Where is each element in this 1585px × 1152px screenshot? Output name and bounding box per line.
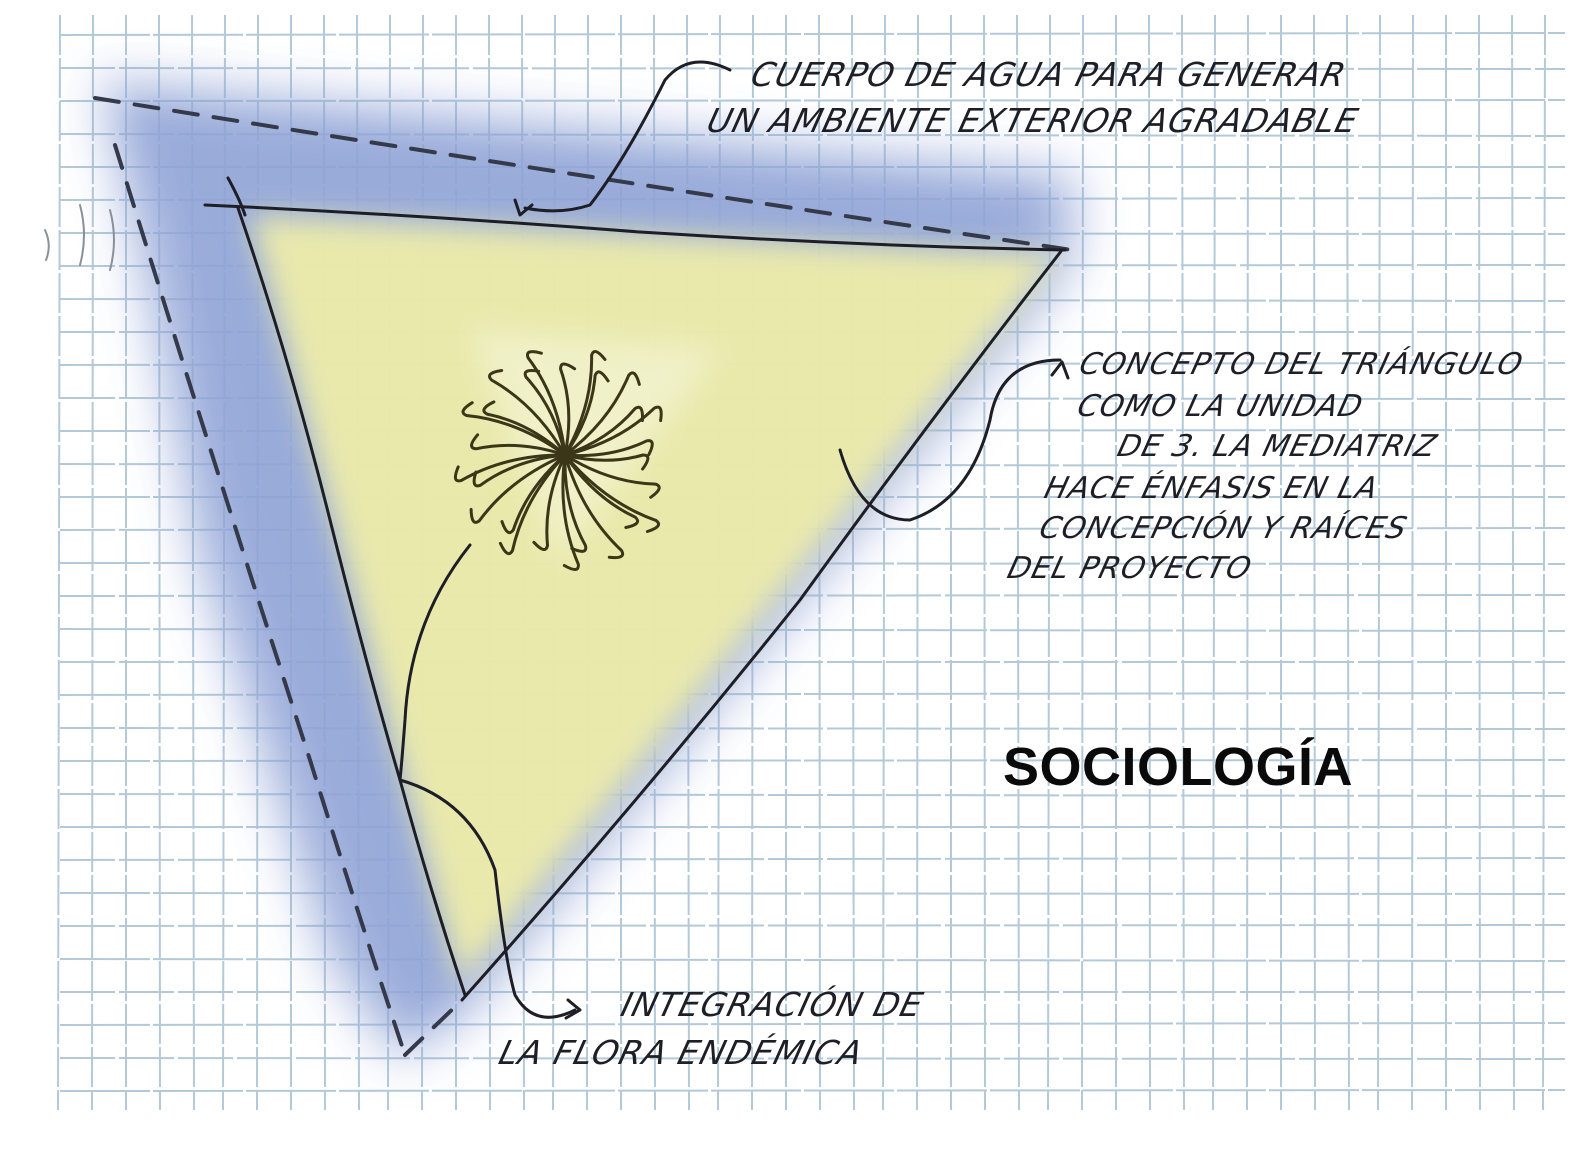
- grid-line-vertical: [1411, 14, 1414, 1111]
- tree-branch: [526, 350, 567, 457]
- concept-annotation-line1: CONCEPTO DEL TRIÁNGULO: [1075, 347, 1527, 382]
- grid-line-horizontal: [59, 32, 1566, 36]
- tree-branch: [563, 453, 640, 529]
- concept-annotation-line6: DEL PROYECTO: [1003, 551, 1256, 586]
- tree-symbol: [453, 350, 663, 571]
- mediatrix-arrow: [564, 998, 582, 1020]
- tree-branch: [563, 453, 588, 553]
- concept-leader-arrow: [1050, 360, 1070, 380]
- flora-leader-line: [398, 543, 472, 782]
- concept-annotation-line5: CONCEPCIÓN Y RAÍCES: [1035, 511, 1411, 546]
- triangle-top-edge: [203, 203, 1067, 252]
- grid-line-horizontal: [59, 1057, 1566, 1060]
- grid-line-horizontal: [59, 892, 1566, 895]
- triangle-right-edge: [460, 248, 1064, 1002]
- grid-line-horizontal: [59, 1089, 1566, 1092]
- triangle-outline: [203, 60, 1070, 1020]
- grid-line-vertical: [1542, 14, 1546, 1111]
- tree-branch: [523, 369, 567, 457]
- tree-branch: [482, 400, 567, 457]
- tree-branch: [563, 453, 650, 471]
- grid-line-vertical: [57, 14, 61, 1111]
- tree-branch: [532, 453, 567, 551]
- tree-branch: [500, 453, 567, 535]
- dashed-left-line: [113, 143, 407, 1057]
- water-leader-arrow: [513, 198, 534, 217]
- grid-line-vertical: [1511, 14, 1515, 1111]
- tree-branch: [488, 369, 567, 457]
- dashed-bottom-tip: [403, 998, 464, 1057]
- tree-branch: [559, 362, 577, 457]
- water-annotation-line1: CUERPO DE AGUA PARA GENERAR: [747, 55, 1351, 94]
- tree-branch: [469, 453, 567, 524]
- grid-line-vertical: [1377, 14, 1381, 1111]
- tree-branch: [498, 453, 567, 556]
- tree-branch: [470, 433, 567, 457]
- triangle-fill: [250, 215, 1058, 985]
- flora-annotation-line2: LA FLORA ENDÉMICA: [495, 1033, 868, 1072]
- water-leader-line: [523, 60, 732, 213]
- concept-annotation-line4: HACE ÉNFASIS EN LA: [1040, 471, 1383, 506]
- grid-line-vertical: [1148, 14, 1151, 1111]
- grid-line-horizontal: [59, 1022, 1566, 1026]
- water-annotation-line2: UN AMBIENTE EXTERIOR AGRADABLE: [703, 101, 1363, 140]
- dashed-top-line: [93, 96, 1074, 252]
- tree-branch: [563, 370, 610, 457]
- grid-line-horizontal: [59, 924, 1566, 927]
- margin-scribbles: [44, 204, 115, 271]
- concept-leader-line: [838, 358, 1062, 522]
- tree-branch: [563, 405, 645, 457]
- tree-branch: [563, 453, 661, 499]
- tree-branch: [461, 401, 567, 457]
- grid-line-horizontal: [59, 958, 1566, 962]
- grid-line-vertical: [1313, 14, 1316, 1111]
- grid-line-vertical: [1081, 14, 1084, 1111]
- tree-core: [555, 445, 575, 465]
- concept-annotation-line3: DE 3. LA MEDIATRIZ: [1113, 429, 1441, 464]
- tree-branch: [563, 453, 661, 533]
- concept-annotation-line2: COMO LA UNIDAD: [1073, 389, 1367, 424]
- mediatrix-line: [398, 778, 577, 1019]
- grid-line-vertical: [1346, 14, 1350, 1111]
- tree-branch: [563, 439, 654, 458]
- tree-branch: [561, 453, 580, 571]
- grid-line-vertical: [1181, 14, 1185, 1111]
- tree-branch: [472, 453, 567, 488]
- tree-branch: [563, 405, 663, 457]
- triangle-left-edge: [236, 206, 467, 997]
- grid-line-horizontal: [59, 857, 1566, 861]
- grid-line-vertical: [1478, 14, 1481, 1111]
- flora-annotation-line1: INTEGRACIÓN DE: [617, 985, 928, 1024]
- tree-branch: [563, 350, 607, 457]
- dashed-boundary: [93, 96, 1074, 1057]
- tree-branch: [563, 371, 641, 457]
- tree-branch: [563, 453, 625, 560]
- tree-branch: [453, 453, 567, 483]
- corner-mark: [226, 176, 247, 217]
- page-title: SOCIOLOGÍA: [1003, 737, 1354, 797]
- grid-line-horizontal: [59, 67, 1566, 70]
